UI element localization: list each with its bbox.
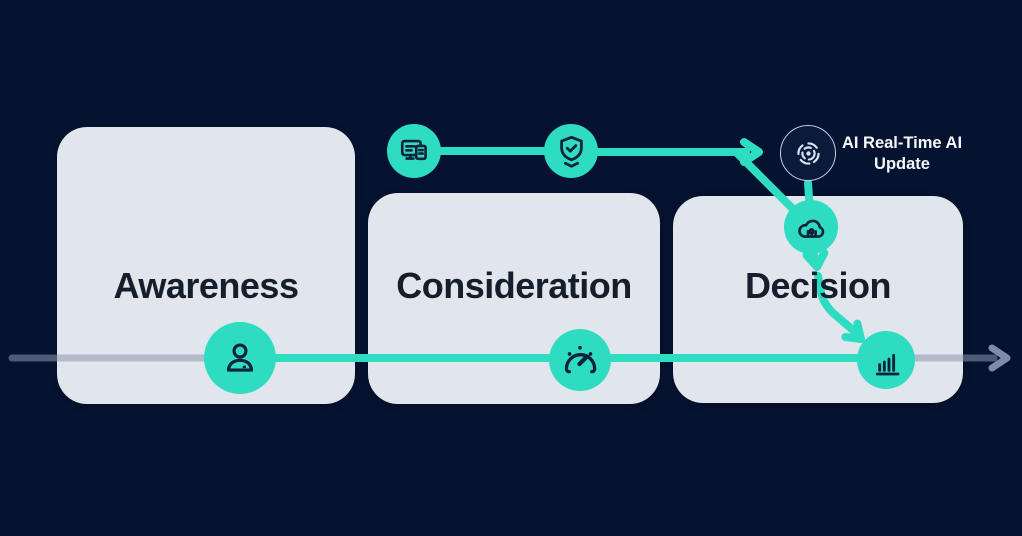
node-bars <box>857 331 915 389</box>
gauge-icon <box>564 345 597 374</box>
stage-title-consideration: Consideration <box>396 265 632 306</box>
ai-pulse-icon <box>796 141 820 165</box>
cloud-data-icon <box>797 219 824 238</box>
shield-check-icon <box>559 135 583 168</box>
user-icon <box>226 343 254 372</box>
top-right-arrowhead-icon <box>740 138 763 166</box>
ai-update-label: AI Real-Time AI Update <box>838 133 966 175</box>
ai-update-label-line2: Update <box>874 155 930 173</box>
ai-update-label-line1: AI Real-Time AI <box>841 134 963 152</box>
node-ads <box>387 124 441 178</box>
stage-title-decision: Decision <box>744 265 892 306</box>
ads-screens-icon <box>400 139 427 160</box>
stage-title-awareness: Awareness <box>113 265 299 306</box>
stage-card-consideration <box>368 193 660 404</box>
node-cloud <box>784 200 838 254</box>
node-ai-update <box>780 125 836 181</box>
node-shield <box>544 124 598 178</box>
bar-chart-icon <box>875 353 900 376</box>
axis-right-arrowhead-icon <box>988 344 1011 372</box>
node-user <box>204 322 276 394</box>
node-gauge <box>549 329 611 391</box>
